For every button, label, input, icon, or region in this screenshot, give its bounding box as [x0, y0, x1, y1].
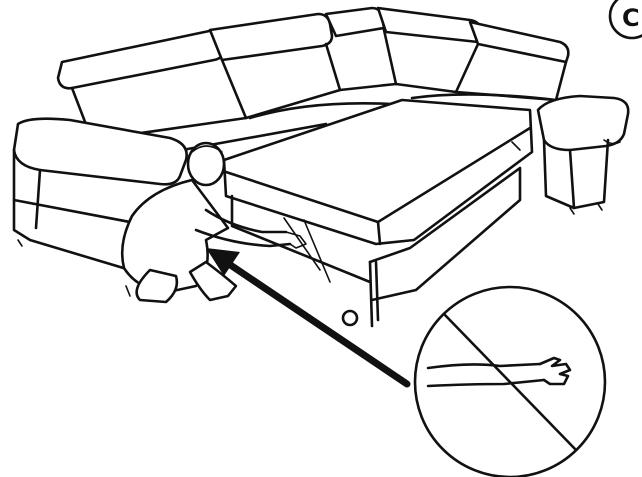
step-badge-label: C [622, 4, 640, 32]
no-hand-prohibition-icon [415, 287, 605, 477]
sofa-right-arm [538, 96, 628, 214]
step-badge: C [610, 0, 642, 38]
bed-wheel [343, 311, 357, 325]
